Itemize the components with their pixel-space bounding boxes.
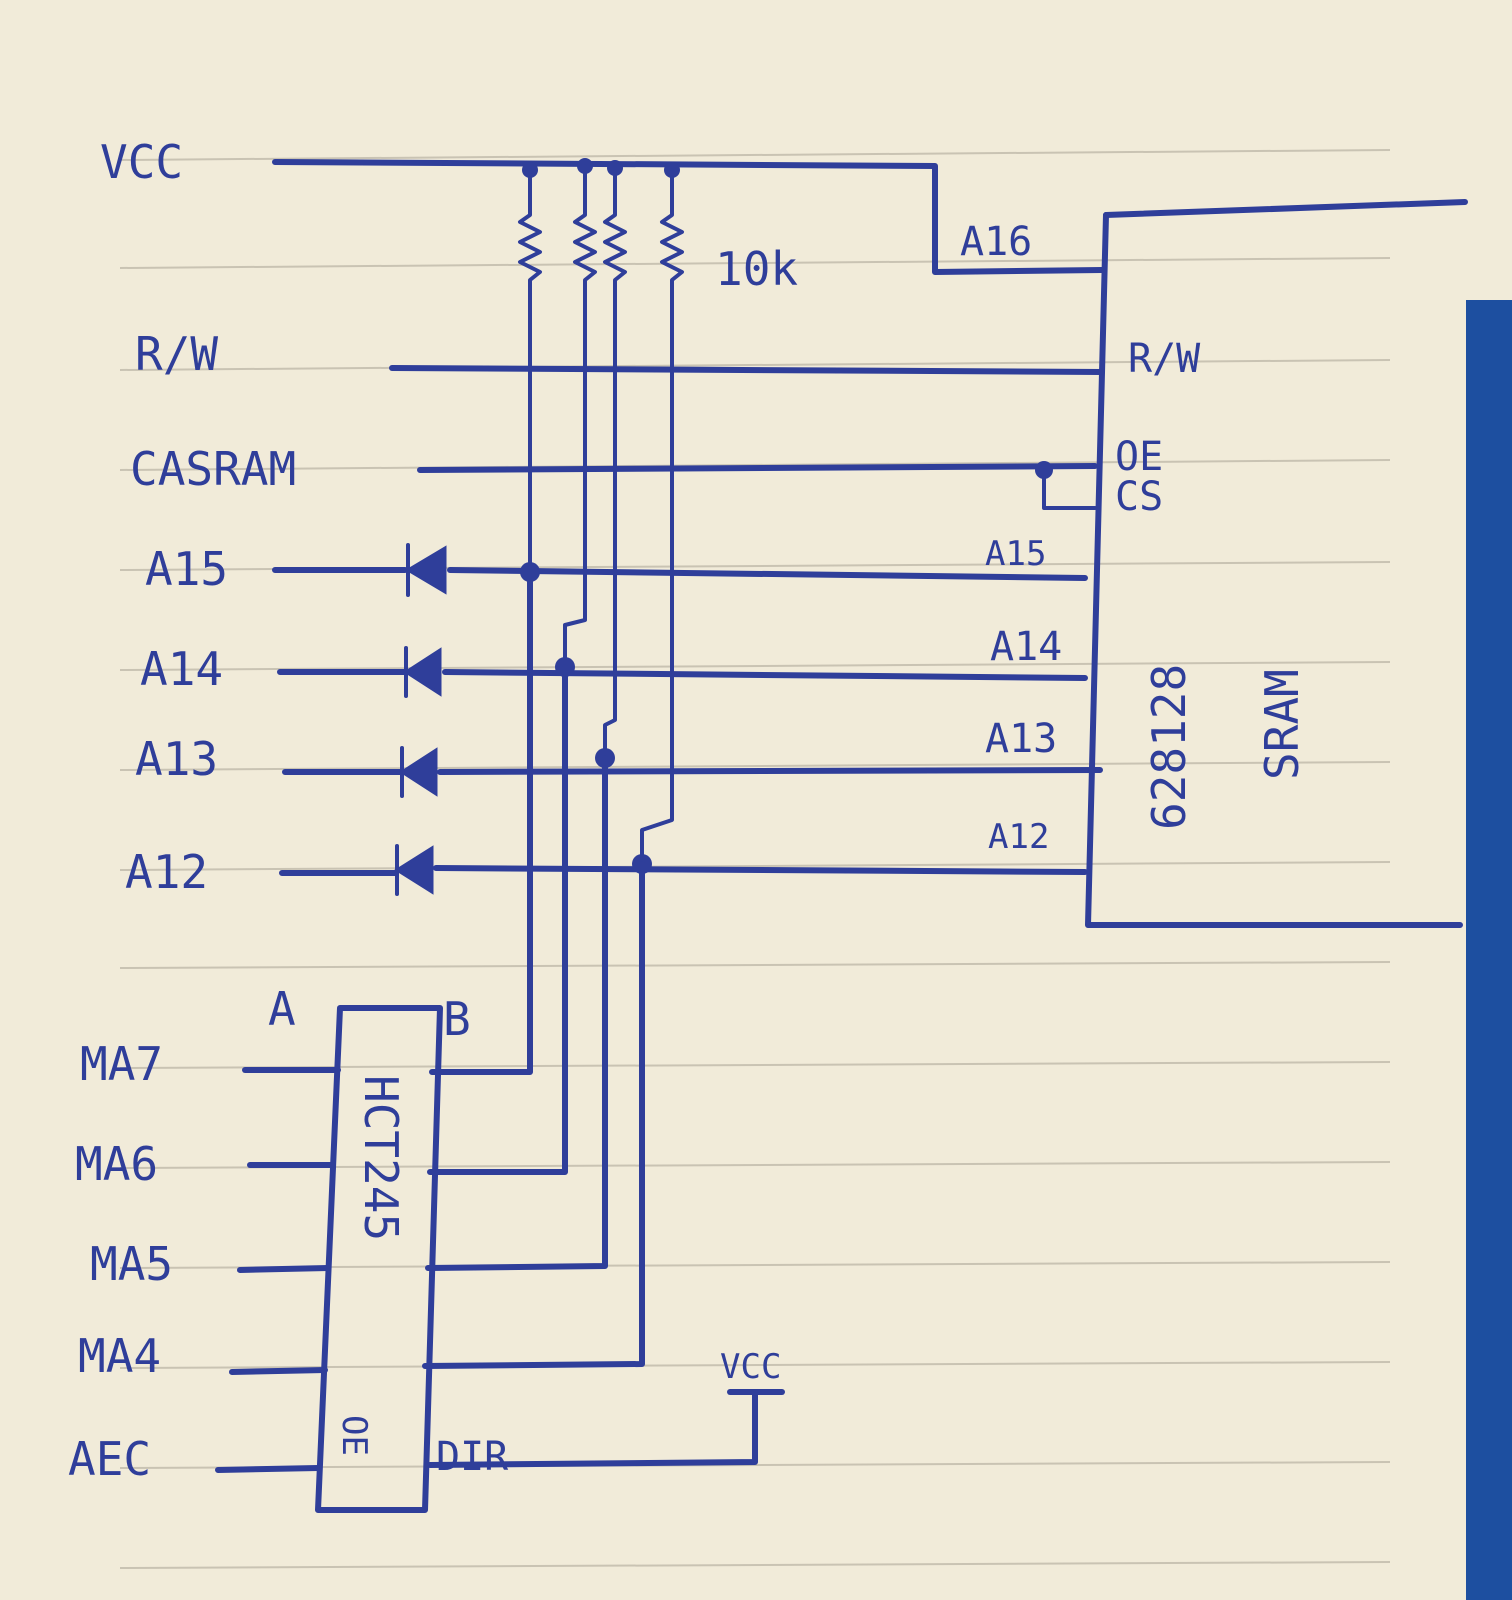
pullup-resistor-bank: 10k bbox=[518, 164, 798, 866]
sram-pin-cs: CS bbox=[1115, 474, 1163, 520]
dir-vcc-label: VCC bbox=[720, 1347, 781, 1387]
sram-chip: A16 R/W OE CS A15 A14 A13 A12 628128 SRA… bbox=[960, 199, 1468, 928]
diode-a15 bbox=[405, 545, 447, 595]
buffer-input-aec: AEC bbox=[68, 1432, 151, 1486]
resistor-a12 bbox=[640, 168, 684, 866]
rw-input-label: R/W bbox=[135, 327, 218, 381]
diode-a12 bbox=[394, 845, 434, 895]
resistor-value-label: 10k bbox=[715, 242, 798, 296]
address-a13: A13 bbox=[135, 732, 1103, 798]
a12-input-label: A12 bbox=[125, 845, 208, 899]
sram-type-label: SRAM bbox=[1255, 669, 1309, 780]
vcc-rail: VCC bbox=[100, 135, 1105, 275]
diode-a14 bbox=[403, 647, 442, 697]
casram-net: CASRAM bbox=[130, 442, 1098, 510]
a14-input-label: A14 bbox=[140, 642, 223, 696]
sram-pin-a13: A13 bbox=[985, 716, 1057, 762]
address-a14: A14 bbox=[140, 642, 1088, 698]
a15-input-label: A15 bbox=[145, 542, 228, 596]
buffer-side-b: B bbox=[443, 992, 471, 1046]
buffer-input-ma4: MA4 bbox=[78, 1329, 161, 1383]
buffer-side-a: A bbox=[268, 982, 296, 1036]
buffer-input-ma6: MA6 bbox=[75, 1137, 158, 1191]
buffer-dir-pin: DIR bbox=[436, 1434, 509, 1480]
buffer-input-ma5: MA5 bbox=[90, 1237, 173, 1291]
rw-net: R/W bbox=[135, 327, 1105, 381]
vcc-label: VCC bbox=[100, 135, 183, 189]
sram-pin-a15: A15 bbox=[985, 534, 1046, 574]
diode-a13 bbox=[399, 747, 438, 797]
sram-pin-oe: OE bbox=[1115, 434, 1163, 480]
sram-part-number: 628128 bbox=[1142, 664, 1196, 830]
sram-pin-rw: R/W bbox=[1128, 336, 1201, 382]
resistor-a14 bbox=[563, 164, 597, 672]
buffer-oe-pin: OE bbox=[334, 1415, 374, 1456]
resistor-a15 bbox=[518, 168, 542, 572]
buffer-input-ma7: MA7 bbox=[80, 1037, 163, 1091]
hct245-buffer: A B HCT245 OE DIR MA7 MA6 MA5 MA4 AEC VC… bbox=[68, 569, 785, 1513]
address-a12: A12 bbox=[125, 844, 1088, 899]
buffer-part-number: HCT245 bbox=[354, 1075, 408, 1241]
a13-input-label: A13 bbox=[135, 732, 218, 786]
notebook-cover-edge bbox=[1466, 300, 1512, 1600]
casram-input-label: CASRAM bbox=[130, 442, 296, 496]
sram-pin-a12: A12 bbox=[988, 817, 1049, 857]
resistor-a13 bbox=[603, 166, 627, 762]
address-a15: A15 bbox=[145, 542, 1088, 597]
sram-pin-a16: A16 bbox=[960, 219, 1032, 265]
sram-pin-a14: A14 bbox=[990, 624, 1062, 670]
